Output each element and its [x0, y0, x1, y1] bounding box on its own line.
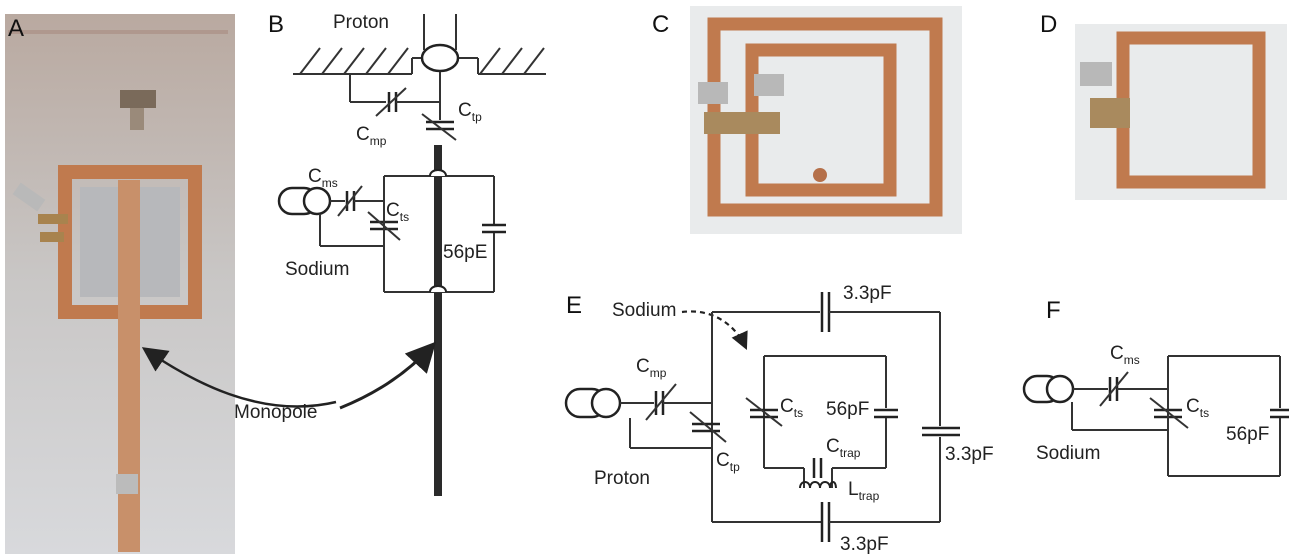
proton-coax-b	[411, 14, 479, 74]
outer-loop-e	[711, 292, 960, 542]
panel-b-letter: B	[268, 11, 284, 38]
sodium-arrow-e	[681, 310, 748, 351]
panel-d-letter: D	[1040, 11, 1057, 38]
c-tp-label-e: Ctp	[716, 450, 740, 474]
proton-label-e: Proton	[594, 468, 650, 489]
l-trap-label-e: Ltrap	[848, 479, 880, 503]
photo-d-tuning-caps	[1090, 98, 1130, 128]
photo-a-solder-joints	[116, 474, 138, 494]
panel-e-letter: E	[566, 292, 582, 319]
c-trap-label-e: Ctrap	[826, 436, 861, 460]
panel-e: E Sodium 3.3pF 3.3pF 3.3pF	[564, 283, 994, 555]
c-mp-capacitor-b	[349, 72, 441, 120]
panel-c-letter: C	[652, 11, 669, 38]
c-ts-label-f: Cts	[1186, 396, 1209, 420]
sodium-label-f: Sodium	[1036, 443, 1100, 464]
c-mp-capacitor-e	[620, 383, 712, 421]
photo-c-trap	[813, 168, 827, 182]
panel-a-letter: A	[8, 15, 24, 42]
sodium-label-b: Sodium	[285, 259, 349, 280]
inner-loop-e	[763, 355, 898, 469]
ground-plane	[293, 47, 546, 75]
monopole-arrow-b	[339, 341, 437, 410]
loop-f	[1167, 355, 1289, 477]
c-ms-capacitor-f	[1071, 371, 1168, 431]
c-ts-label-b: Cts	[386, 200, 409, 224]
c-mp-label-e: Cmp	[636, 356, 667, 380]
photo-a-connector	[12, 182, 68, 242]
photo-d-connector	[1080, 62, 1112, 86]
c-ms-label-b: Cms	[308, 166, 338, 190]
panel-f: F Cms Cts	[1022, 297, 1289, 477]
sodium-coax-b	[277, 186, 332, 216]
cap-inner-label-e: 56pF	[826, 399, 869, 420]
c-ts-label-e: Cts	[780, 396, 803, 420]
c-ms-capacitor-b	[319, 185, 384, 247]
monopole-arrow-a	[141, 347, 337, 408]
proton-label-b: Proton	[333, 12, 389, 33]
c-tp-capacitor-e	[629, 411, 727, 449]
photo-c-tuning-caps	[704, 112, 780, 134]
c-tp-label-b: Ctp	[458, 100, 482, 124]
photo-c-connector-left	[698, 82, 728, 104]
photo-c-connector-right	[754, 74, 784, 96]
panel-a: A	[5, 14, 337, 554]
photo-a-monopole-strip	[118, 180, 140, 552]
trap-e	[799, 458, 837, 489]
cap-top-label-e: 3.3pF	[843, 283, 892, 304]
panel-d: D	[1040, 11, 1287, 200]
c-ts-capacitor-e	[745, 397, 783, 427]
cap-label-f: 56pF	[1226, 424, 1269, 445]
photo-a-stand-pole	[8, 30, 228, 34]
monopole-label: Monopole	[234, 402, 317, 423]
cap-right-label-e: 3.3pF	[945, 444, 994, 465]
tuning-loop-b	[383, 169, 506, 293]
sodium-coax-f	[1022, 374, 1075, 404]
c-ms-label-f: Cms	[1110, 343, 1140, 367]
cap-bottom-label-e: 3.3pF	[840, 534, 889, 555]
panel-c: C	[652, 6, 962, 234]
panel-f-letter: F	[1046, 297, 1061, 324]
photo-a-top-connector	[120, 90, 156, 130]
cap-label-b: 56pE	[443, 242, 487, 263]
sodium-label-e: Sodium	[612, 300, 676, 321]
proton-coax-e	[564, 387, 622, 419]
c-mp-label-b: Cmp	[356, 124, 387, 148]
panel-b: B Proton	[234, 11, 546, 496]
c-tp-capacitor-b	[421, 113, 457, 141]
